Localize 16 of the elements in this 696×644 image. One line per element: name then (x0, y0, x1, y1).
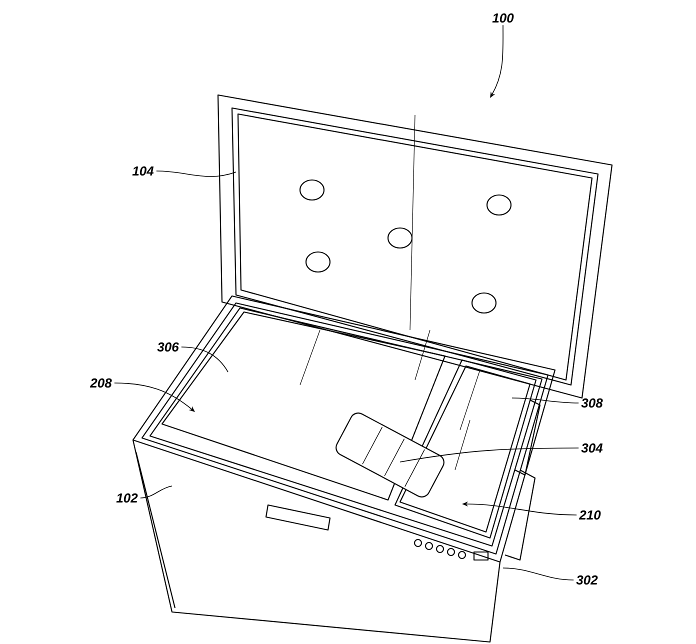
callout-number: 210 (578, 510, 601, 520)
leader-line (140, 486, 172, 498)
leader-line (114, 382, 195, 412)
leader-line (181, 346, 228, 372)
leader-line (400, 448, 579, 462)
callout-number: 100 (492, 13, 514, 23)
leader-line (156, 170, 236, 177)
callout-number: 302 (576, 575, 598, 585)
callout-number: 208 (90, 378, 112, 388)
callout-number: 104 (132, 166, 154, 176)
callout-number: 308 (581, 398, 603, 408)
callout-number: 102 (116, 493, 138, 503)
callout-number: 304 (581, 443, 603, 453)
leader-line (512, 398, 579, 404)
callout-number: 306 (157, 342, 179, 352)
leader-line (502, 568, 574, 580)
